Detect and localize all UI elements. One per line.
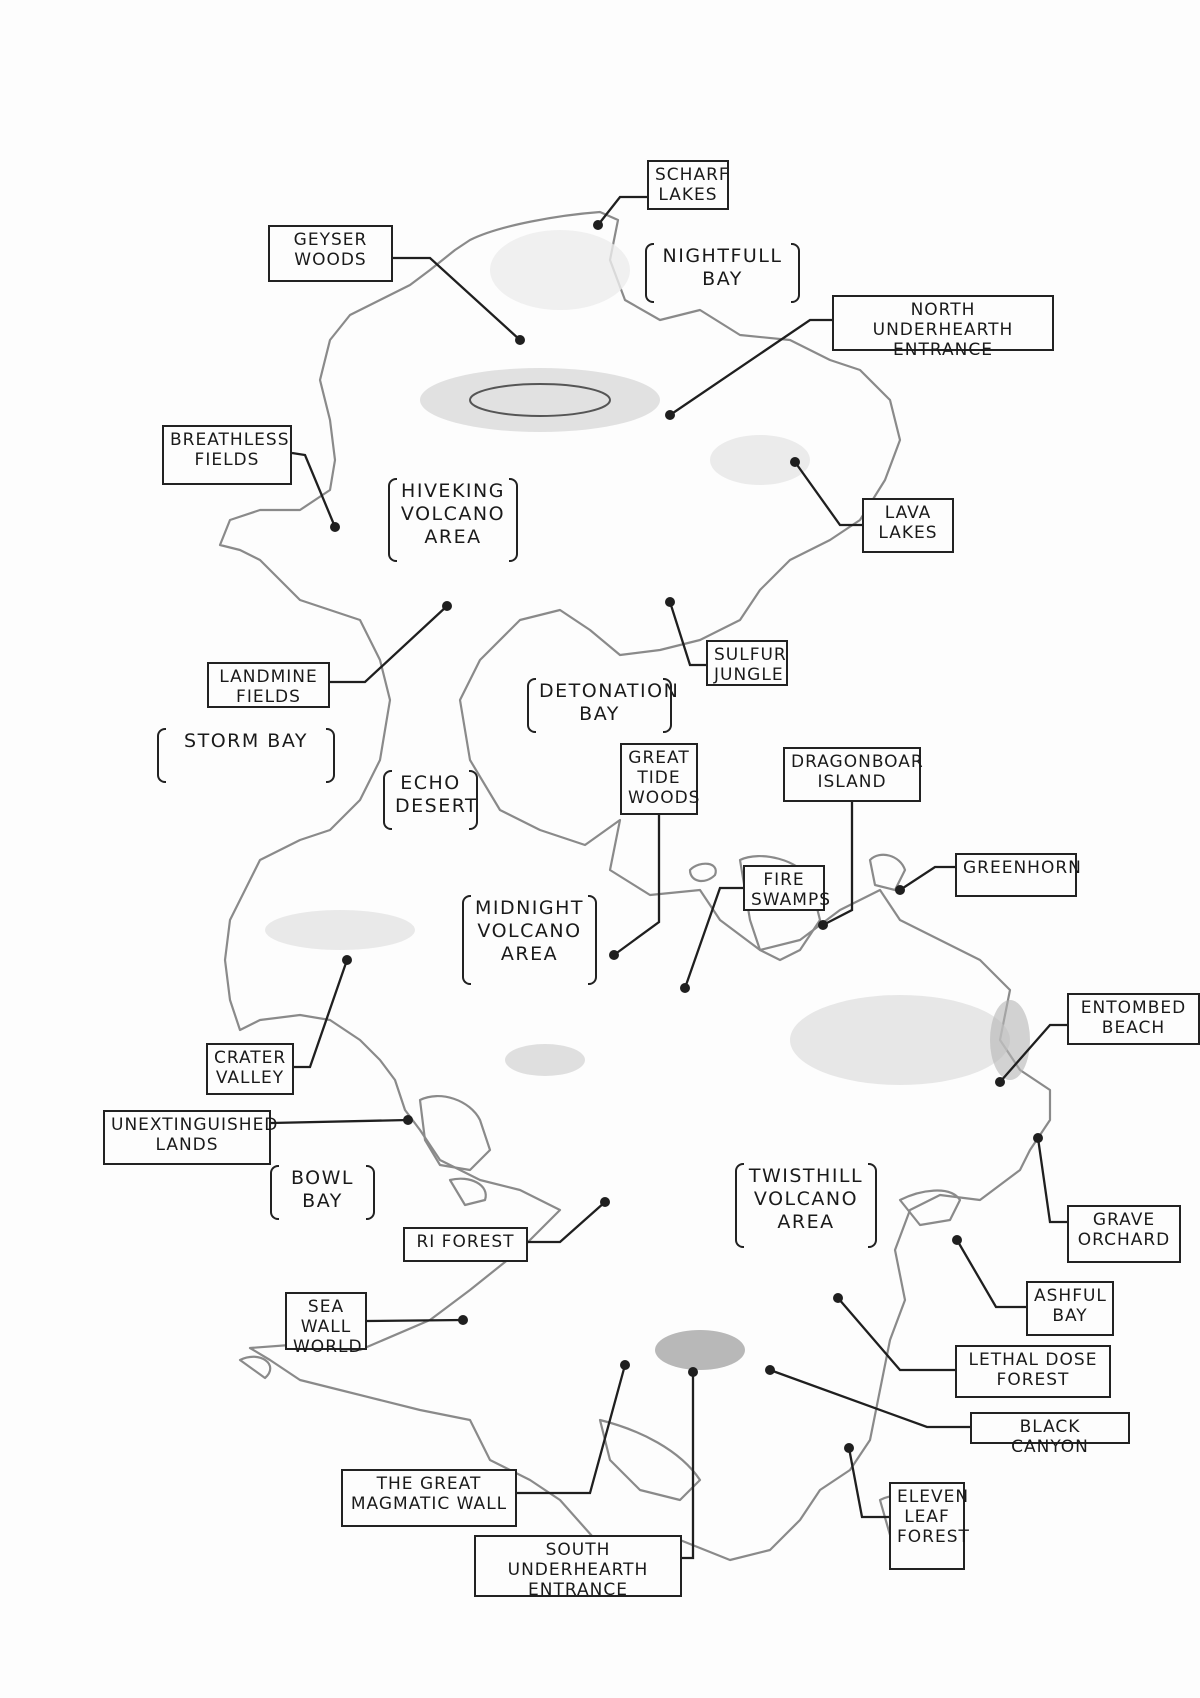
label-north-underhearth-entrance: NORTH UNDERHEARTH ENTRANCE <box>832 295 1054 360</box>
label-ashful-bay: ASHFUL BAY <box>1026 1281 1114 1336</box>
region-detonation-bay: DETONATION BAY <box>527 678 678 733</box>
label-fire-swamps: FIRE SWAMPS <box>743 865 830 911</box>
label-lethal-dose-forest: LETHAL DOSE FOREST <box>955 1345 1111 1398</box>
label-sulfur-jungle: SULFUR JUNGLE <box>706 640 788 686</box>
label-greenhorn: GREENHORN <box>955 853 1081 897</box>
label-breathless-fields: BREATHLESS FIELDS <box>162 425 292 485</box>
label-south-underhearth-entrance: SOUTH UNDERHEARTH ENTRANCE <box>474 1535 682 1600</box>
label-great-tide-woods: GREAT TIDE WOODS <box>620 743 699 815</box>
label-ri-forest: RI FOREST <box>403 1227 528 1262</box>
label-unextinguished-lands: UNEXTINGUISHED LANDS <box>103 1110 277 1165</box>
label-black-canyon: BLACK CANYON <box>970 1412 1130 1457</box>
region-storm-bay: STORM BAY <box>157 728 335 783</box>
label-sea-wall-world: SEA WALL WORLD <box>285 1292 367 1357</box>
label-geyser-woods: GEYSER WOODS <box>268 225 393 282</box>
label-the-great-magmatic-wall: THE GREAT MAGMATIC WALL <box>341 1469 517 1527</box>
region-hiveking-volcano-area: HIVEKING VOLCANO AREA <box>388 478 518 562</box>
label-crater-valley: CRATER VALLEY <box>206 1043 294 1095</box>
region-midnight-volcano-area: MIDNIGHT VOLCANO AREA <box>462 895 597 985</box>
region-nightfull-bay: NIGHTFULL BAY <box>645 243 800 303</box>
label-scharf-lakes: SCHARF LAKES <box>647 160 729 210</box>
label-landmine-fields: LANDMINE FIELDS <box>207 662 330 708</box>
region-bowl-bay: BOWL BAY <box>270 1165 375 1220</box>
location-markers <box>330 220 1043 1453</box>
label-dragonboar-island: DRAGONBOAR ISLAND <box>783 747 923 802</box>
label-lava-lakes: LAVA LAKES <box>862 498 954 553</box>
label-eleven-leaf-forest: ELEVEN LEAF FOREST <box>889 1482 969 1570</box>
region-twisthill-volcano-area: TWISTHILL VOLCANO AREA <box>735 1163 877 1248</box>
leader-lines <box>270 195 1067 1560</box>
label-entombed-beach: ENTOMBED BEACH <box>1067 993 1200 1045</box>
region-echo-desert: ECHO DESERT <box>383 770 478 830</box>
label-grave-orchard: GRAVE ORCHARD <box>1067 1205 1181 1263</box>
